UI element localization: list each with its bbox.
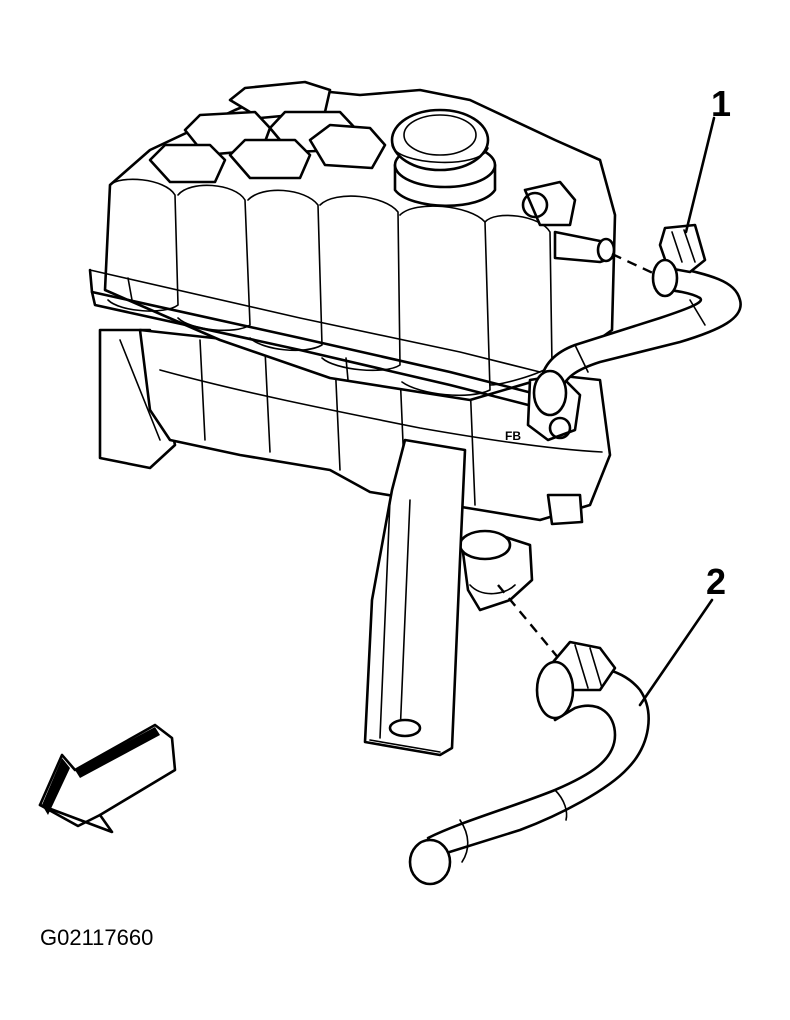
svg-text:FB: FB — [505, 429, 521, 443]
center-mount-bracket — [363, 438, 467, 757]
front-direction-arrow-icon — [38, 723, 177, 834]
callout-2-label: 2 — [706, 561, 726, 602]
callout-leaders — [638, 116, 716, 707]
reservoir-seam-flange — [88, 268, 542, 410]
hose-2-lower — [408, 640, 650, 886]
figure-id: G02117660 — [40, 925, 153, 950]
callout-1-label: 1 — [711, 83, 731, 124]
upper-outlet-nipple — [521, 180, 616, 264]
hose-connection-guides — [497, 252, 656, 661]
lower-outlet-nipple — [458, 529, 534, 612]
filler-neck-cap — [390, 108, 497, 208]
hose-1-upper — [532, 223, 742, 417]
